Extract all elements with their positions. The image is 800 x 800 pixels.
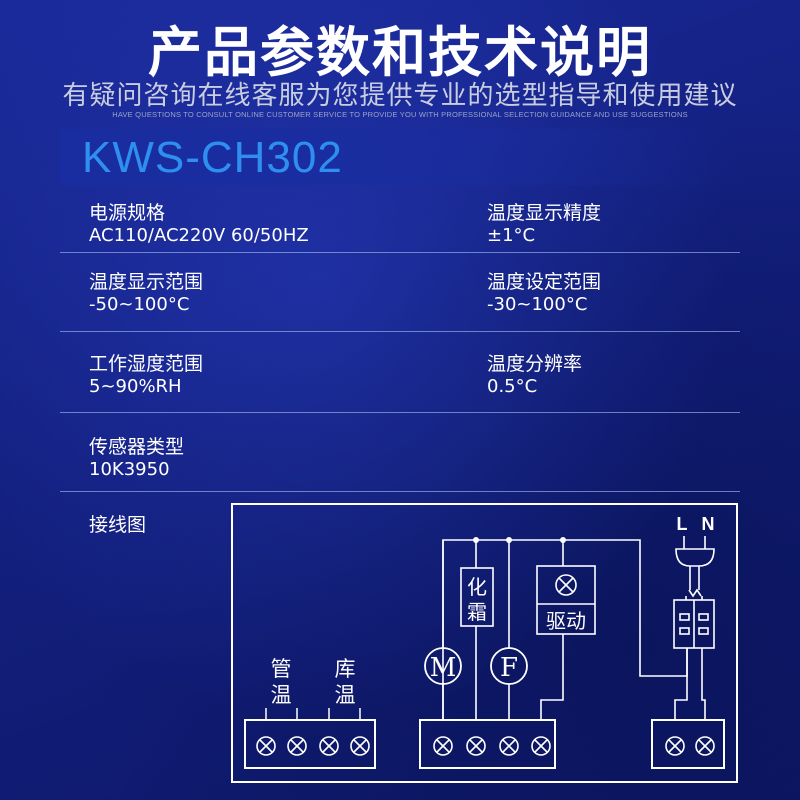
divider [60, 331, 740, 332]
motor-icon [424, 647, 462, 685]
drive-label: 驱动 [546, 609, 586, 633]
power-plug-icon [675, 536, 715, 598]
spec-label-display-range: 温度显示范围 [89, 271, 204, 293]
drive-box [536, 565, 596, 635]
terminal-screw-icon [287, 736, 307, 756]
terminal-screw-icon [256, 736, 276, 756]
terminal-screw-icon [466, 736, 486, 756]
terminal-screw-icon [499, 736, 519, 756]
spec-label-display-accuracy: 温度显示精度 [487, 202, 602, 224]
terminal-screw-icon [531, 736, 551, 756]
pipe-temp-label-1: 管 [271, 657, 292, 681]
spec-label-resolution: 温度分辨率 [487, 353, 583, 375]
defrost-label-2: 霜 [467, 600, 487, 624]
power-n-label: N [702, 514, 715, 534]
diagram-frame [231, 503, 738, 783]
indicator-lamp-icon [555, 574, 577, 596]
model-number: KWS-CH302 [82, 133, 343, 182]
defrost-label-1: 化 [467, 575, 487, 599]
spec-value-setting-range: -30~100°C [487, 294, 588, 315]
wiring-diagram-label: 接线图 [89, 514, 147, 536]
spec-label-power: 电源规格 [89, 202, 166, 224]
spec-value-resolution: 0.5°C [487, 376, 538, 397]
terminal-screw-icon [433, 736, 453, 756]
fan-symbol: F [500, 653, 518, 683]
spec-value-sensor-type: 10K3950 [89, 459, 170, 480]
room-temp-label-1: 库 [335, 657, 356, 681]
divider [60, 412, 740, 413]
sensor-terminal-block [244, 719, 376, 769]
terminal-screw-icon [665, 736, 685, 756]
room-temp-label-2: 温 [335, 683, 356, 707]
power-l-label: L [677, 514, 688, 534]
page-title: 产品参数和技术说明 [148, 21, 652, 84]
spec-label-setting-range: 温度设定范围 [487, 271, 602, 293]
sensor-leads [265, 708, 361, 720]
spec-label-humidity-range: 工作湿度范围 [89, 353, 204, 375]
page-subtitle-english: HAVE QUESTIONS TO CONSULT ONLINE CUSTOME… [112, 110, 688, 119]
junction-dots [473, 537, 566, 543]
pipe-temp-label-2: 温 [271, 683, 292, 707]
terminal-screw-icon [319, 736, 339, 756]
terminal-screws [256, 736, 715, 756]
terminal-screw-icon [350, 736, 370, 756]
fan-icon [490, 647, 528, 685]
spec-value-power: AC110/AC220V 60/50HZ [89, 225, 309, 246]
defrost-box [460, 567, 494, 627]
spec-label-sensor-type: 传感器类型 [89, 436, 185, 458]
terminal-screw-icon [695, 736, 715, 756]
motor-symbol: M [430, 653, 457, 683]
model-banner [60, 129, 740, 185]
spec-value-humidity-range: 5~90%RH [89, 376, 182, 397]
divider [60, 252, 740, 253]
load-terminal-block [419, 719, 556, 769]
power-terminal-block [651, 719, 725, 769]
circuit-breaker-icon [673, 596, 715, 720]
spec-value-display-range: -50~100°C [89, 294, 190, 315]
page-subtitle: 有疑问咨询在线客服为您提供专业的选型指导和使用建议 [62, 81, 738, 111]
spec-value-display-accuracy: ±1°C [487, 225, 536, 246]
divider [60, 491, 740, 492]
